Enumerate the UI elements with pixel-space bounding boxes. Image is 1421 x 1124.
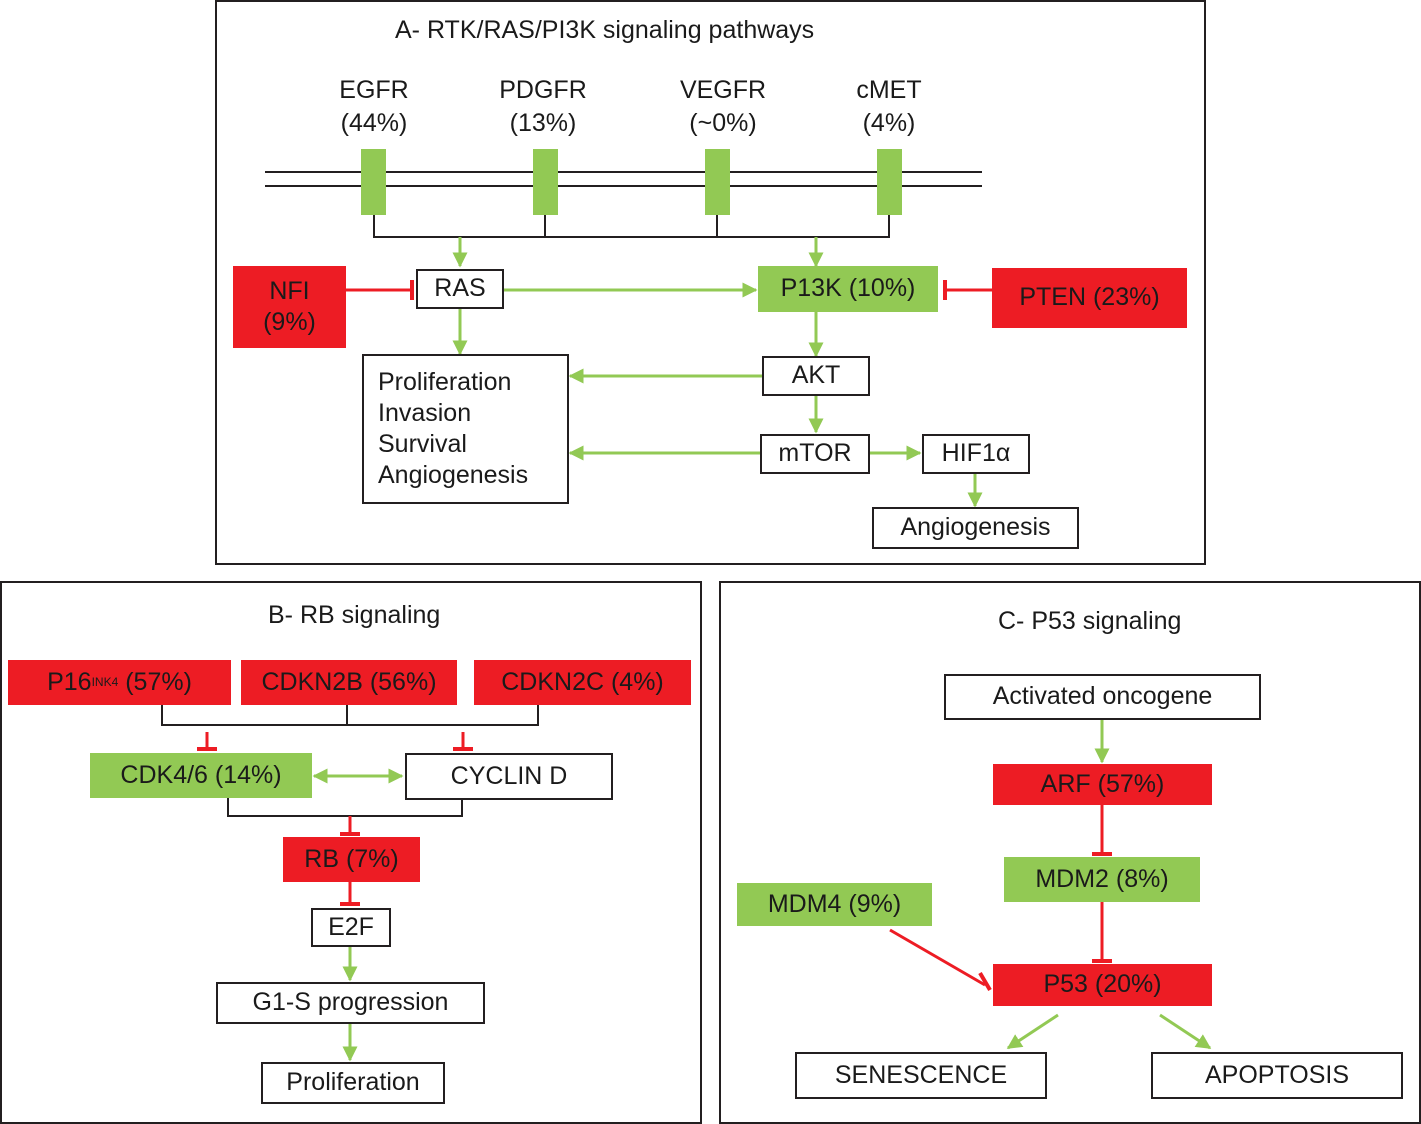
receptor-label-cmet: cMET (4%) [819, 74, 959, 139]
receptor-connectors [373, 215, 890, 238]
receptor-vegfr [705, 149, 730, 215]
receptor-egfr [361, 149, 386, 215]
node-outcomes: Proliferation Invasion Survival Angiogen… [362, 354, 569, 504]
inhibitor-connectors-b [161, 705, 539, 817]
node-p53: P53 (20%) [993, 964, 1212, 1006]
node-pi3k: P13K (10%) [758, 266, 938, 312]
node-e2f: E2F [311, 908, 391, 947]
node-apoptosis: APOPTOSIS [1151, 1052, 1403, 1099]
receptor-name: cMET [856, 76, 922, 104]
receptor-label-egfr: EGFR (44%) [304, 74, 444, 139]
outcome-item: Survival [378, 430, 467, 458]
receptor-label-vegfr: VEGFR (~0%) [653, 74, 793, 139]
receptor-pct: (~0%) [689, 108, 757, 137]
receptor-label-pdgfr: PDGFR (13%) [473, 74, 613, 139]
receptor-pct: (4%) [862, 108, 916, 137]
node-angiogenesis: Angiogenesis [872, 507, 1079, 549]
receptor-name: PDGFR [499, 76, 587, 104]
node-g1s-progression: G1-S progression [216, 982, 485, 1024]
node-ras: RAS [416, 269, 504, 309]
panel-b-title: B- RB signaling [268, 601, 441, 629]
arrow-p53-senescence [1006, 1013, 1059, 1050]
node-cdk46: CDK4/6 (14%) [90, 753, 312, 798]
panel-c-frame [719, 581, 1421, 1124]
node-pten: PTEN (23%) [992, 268, 1187, 328]
node-nfi: NFI (9%) [233, 266, 346, 348]
node-hif1a: HIF1α [922, 434, 1030, 474]
p16-superscript: INK4 [91, 675, 119, 689]
node-senescence: SENESCENCE [795, 1052, 1047, 1099]
outcome-item: Proliferation [378, 368, 512, 396]
inhibit-mdm4-p53 [889, 928, 986, 987]
p16-pct: (57%) [118, 667, 192, 696]
node-activated-oncogene: Activated oncogene [944, 674, 1261, 720]
receptor-pct: (13%) [509, 108, 577, 137]
node-proliferation: Proliferation [261, 1062, 445, 1104]
panel-a-title: A- RTK/RAS/PI3K signaling pathways [395, 16, 815, 44]
receptor-name: EGFR [339, 76, 409, 104]
node-cdkn2b: CDKN2B (56%) [241, 660, 457, 705]
arrow-p53-apoptosis [1159, 1013, 1212, 1050]
receptor-name: VEGFR [679, 76, 767, 104]
receptor-pct: (44%) [340, 108, 408, 137]
node-mdm4: MDM4 (9%) [737, 883, 932, 926]
receptor-cmet [877, 149, 902, 215]
p16-name: P16 [47, 667, 92, 696]
node-akt: AKT [762, 356, 870, 396]
nfi-name: NFI [269, 276, 310, 305]
node-arf: ARF (57%) [993, 764, 1212, 805]
node-mdm2: MDM2 (8%) [1004, 857, 1200, 902]
outcome-item: Invasion [378, 399, 472, 427]
node-rb: RB (7%) [283, 837, 420, 882]
nfi-pct: (9%) [263, 308, 316, 336]
receptor-pdgfr [533, 149, 558, 215]
node-cyclin-d: CYCLIN D [405, 753, 613, 800]
outcome-item: Angiogenesis [378, 461, 529, 489]
node-cdkn2c: CDKN2C (4%) [474, 660, 691, 705]
panel-c-title: C- P53 signaling [998, 607, 1182, 635]
node-mtor: mTOR [760, 434, 870, 474]
